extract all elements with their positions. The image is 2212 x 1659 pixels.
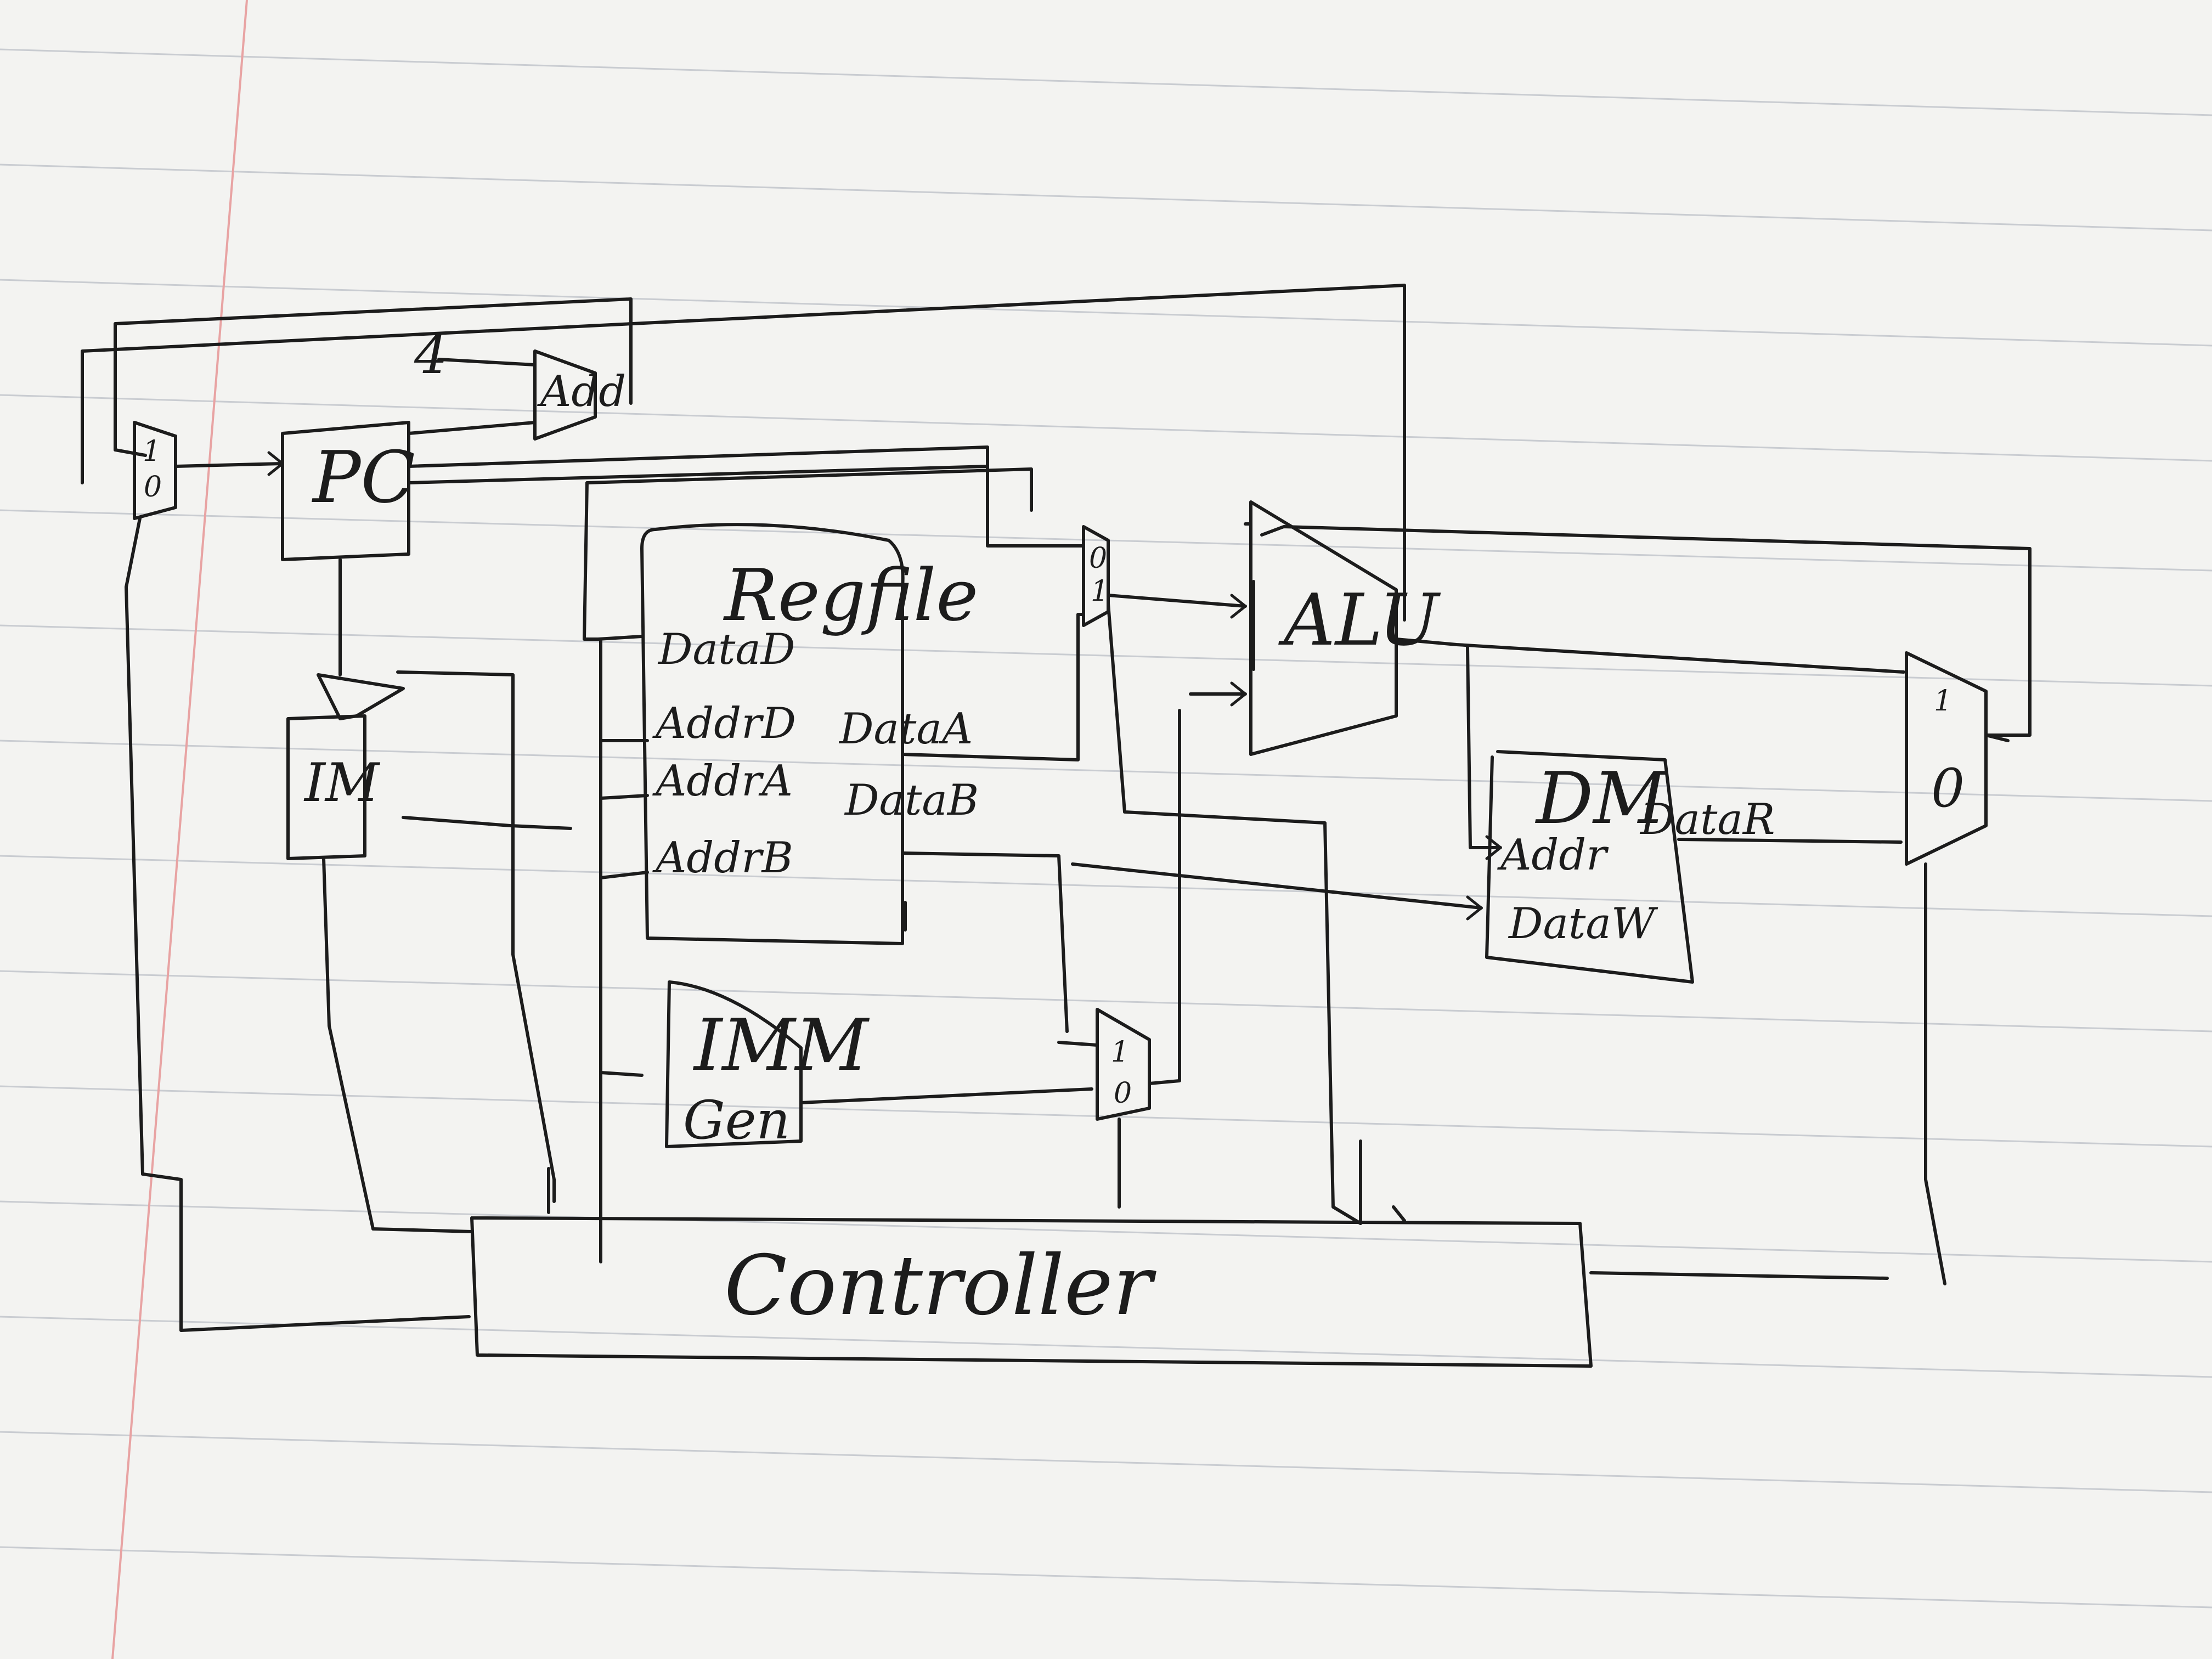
alu-b-mux: 1 0 (1096, 1008, 1151, 1121)
svg-text:Controller: Controller (724, 1238, 1157, 1334)
svg-text:AddrB: AddrB (652, 833, 793, 883)
svg-text:IM: IM (303, 752, 381, 814)
svg-text:Gen: Gen (683, 1090, 790, 1151)
svg-text:Regfile: Regfile (723, 554, 978, 637)
svg-text:IMM: IMM (693, 1003, 870, 1087)
register-file: Regfile DataD AddrD AddrA AddrB DataA Da… (640, 523, 979, 945)
svg-text:DataB: DataB (844, 776, 979, 825)
svg-text:0: 0 (1114, 1077, 1132, 1110)
svg-text:1: 1 (143, 435, 161, 468)
top-feedback-wires (81, 284, 1406, 622)
svg-text:1: 1 (1091, 575, 1109, 608)
svg-text:DataD: DataD (657, 625, 795, 674)
svg-text:0: 0 (1089, 542, 1107, 575)
svg-text:DataR: DataR (1639, 795, 1775, 844)
alu: ALU (1249, 500, 1441, 756)
alu-a-mux: 0 1 (1082, 525, 1110, 627)
svg-text:DataA: DataA (838, 704, 973, 754)
mux-to-pc-wire (174, 462, 284, 468)
controller: Controller (470, 1216, 1593, 1368)
svg-text:0: 0 (1931, 758, 1965, 819)
svg-text:1: 1 (1111, 1036, 1129, 1069)
writeback-mux: 1 0 (1905, 651, 1988, 866)
immediate-generator: IMM Gen (665, 980, 870, 1151)
regfile-control-bus (585, 467, 1033, 512)
svg-text:0: 0 (144, 471, 162, 504)
svg-text:Addr: Addr (1497, 831, 1609, 880)
instruction-memory: IM (286, 673, 405, 860)
pc-mux: 1 0 (133, 421, 177, 520)
svg-text:1: 1 (1934, 685, 1952, 718)
svg-text:AddrA: AddrA (652, 757, 793, 806)
writeback-feedback-wire (1260, 525, 2032, 737)
svg-text:DataW: DataW (1508, 899, 1658, 949)
svg-text:ALU: ALU (1278, 578, 1441, 662)
svg-text:AddrD: AddrD (652, 699, 796, 748)
pc-mux-select-wire (125, 517, 471, 1332)
svg-text:Add: Add (537, 367, 626, 416)
pc-adder: Add (533, 349, 626, 441)
svg-text:PC: PC (312, 436, 415, 519)
constant-four: 4 (414, 324, 448, 386)
margin-line (111, 0, 248, 1659)
data-memory: DM Addr DataW DataR (1485, 750, 1775, 984)
pc-register: PC (281, 421, 415, 561)
svg-text:DM: DM (1535, 757, 1668, 840)
